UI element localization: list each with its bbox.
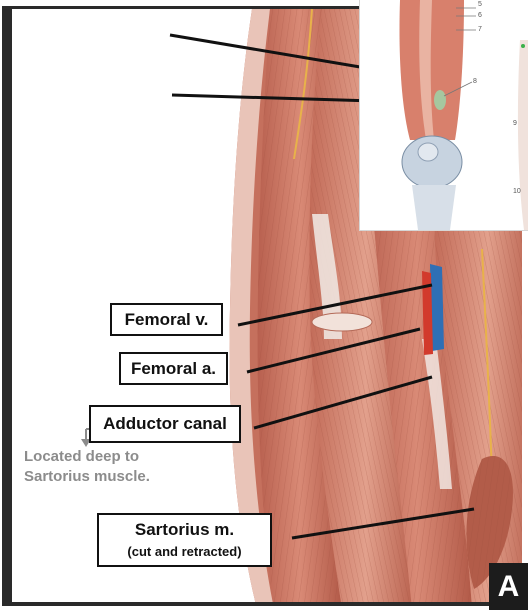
adductor-canal-note: Located deep to Sartorius muscle. bbox=[24, 447, 214, 487]
inset-leg-drawing bbox=[360, 0, 528, 230]
inset-leg-thumbnail: 5 6 7 8 9 10 bbox=[359, 0, 528, 231]
note-line-2: Sartorius muscle. bbox=[24, 467, 214, 487]
sartorius-label: Sartorius m. (cut and retracted) bbox=[97, 513, 272, 567]
inset-number-8: 8 bbox=[473, 78, 477, 85]
inset-number-5: 5 bbox=[478, 1, 482, 8]
femoral-vein-label: Femoral v. bbox=[110, 303, 223, 336]
inset-number-6: 6 bbox=[478, 12, 482, 19]
sartorius-label-subtitle: (cut and retracted) bbox=[99, 542, 270, 562]
inset-number-7: 7 bbox=[478, 26, 482, 33]
panel-letter: A bbox=[489, 563, 528, 610]
inset-number-9: 9 bbox=[513, 120, 517, 127]
note-line-1: Located deep to bbox=[24, 447, 214, 467]
femoral-artery-label: Femoral a. bbox=[119, 352, 228, 385]
inset-number-10: 10 bbox=[513, 188, 521, 195]
sartorius-label-title: Sartorius m. bbox=[99, 518, 270, 542]
adductor-canal-label: Adductor canal bbox=[89, 405, 241, 443]
